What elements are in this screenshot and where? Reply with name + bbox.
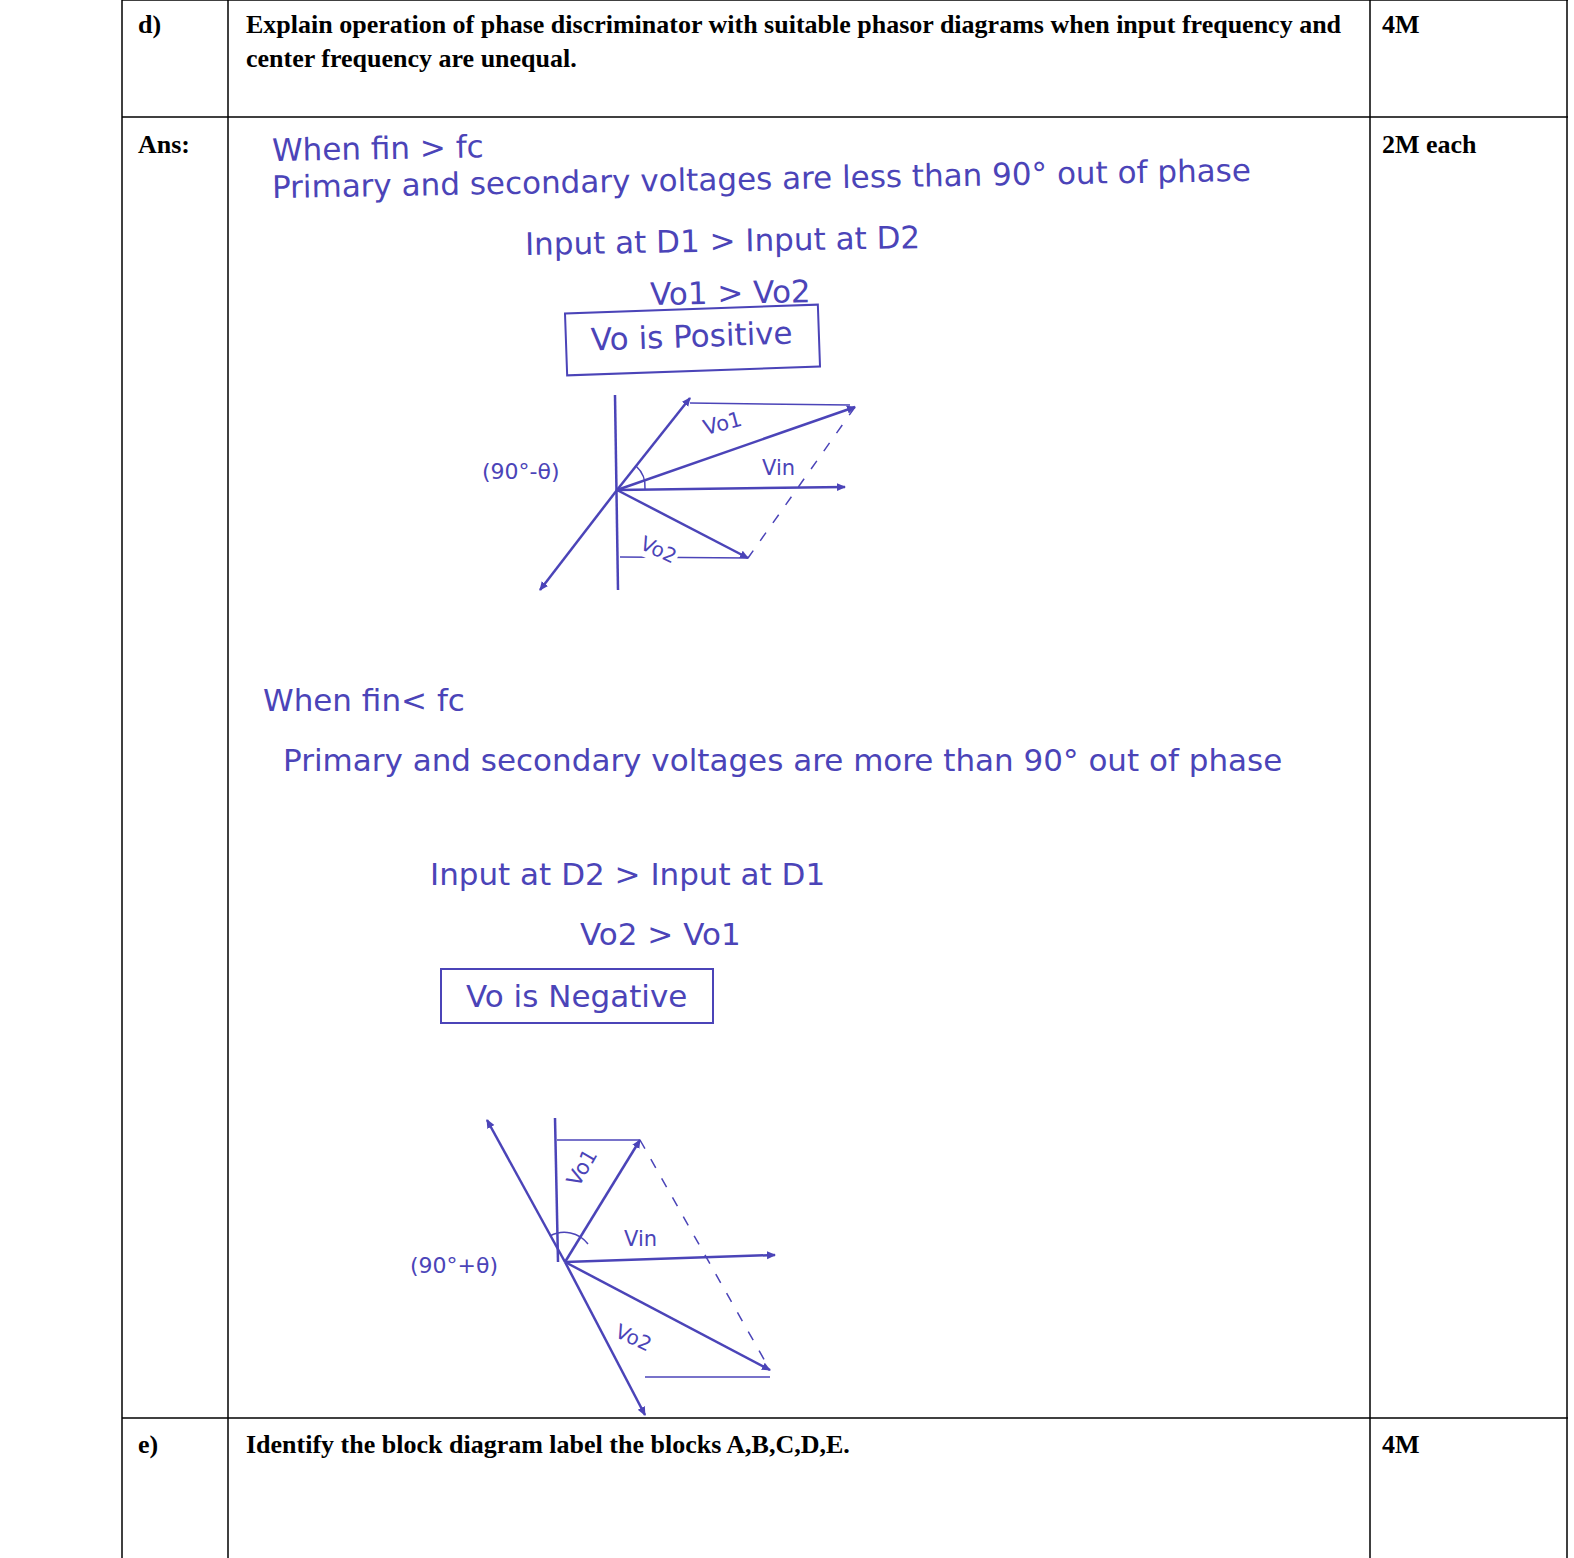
handwritten-note: Vo2 > Vo1 bbox=[580, 912, 741, 957]
handwritten-note: (90°-θ) bbox=[480, 458, 562, 487]
handwritten-note: Vin bbox=[760, 455, 797, 482]
table-cell-text: 4M bbox=[1382, 8, 1420, 42]
boxed-result: Vo is Positive bbox=[564, 304, 821, 377]
handwritten-note: Input at D1 > Input at D2 bbox=[525, 215, 921, 267]
result-text: Vo is Negative bbox=[466, 978, 688, 1014]
construction-line bbox=[620, 557, 748, 558]
table-line bbox=[121, 0, 123, 1558]
table-cell-text: Explain operation of phase discriminator… bbox=[246, 8, 1356, 76]
table-cell-text: Ans: bbox=[138, 128, 190, 162]
handwritten-note: Vin bbox=[622, 1226, 659, 1253]
handwritten-note: Vo2 bbox=[635, 529, 683, 570]
phasor bbox=[565, 1255, 775, 1262]
construction-line bbox=[690, 403, 850, 405]
phasor bbox=[617, 487, 845, 490]
handwritten-note: Input at D2 > Input at D1 bbox=[430, 852, 825, 897]
boxed-result: Vo is Negative bbox=[440, 968, 714, 1024]
table-cell-text: 4M bbox=[1382, 1428, 1420, 1462]
table-line bbox=[122, 0, 1568, 1]
handwritten-note: (90°+θ) bbox=[408, 1252, 500, 1281]
dashed-line bbox=[748, 407, 855, 558]
handwritten-note: Primary and secondary voltages are more … bbox=[283, 738, 1343, 783]
phasor bbox=[487, 1120, 565, 1262]
phasor bbox=[540, 490, 617, 590]
construction-line bbox=[645, 1376, 770, 1378]
result-text: Vo is Positive bbox=[590, 314, 794, 357]
angle-arc bbox=[636, 466, 645, 489]
table-line bbox=[1369, 0, 1371, 1558]
handwritten-note: Vo1 bbox=[560, 1143, 605, 1194]
table-cell-text: Identify the block diagram label the blo… bbox=[246, 1428, 1356, 1462]
dashed-line bbox=[640, 1140, 770, 1370]
phasor-diagram-1 bbox=[540, 395, 855, 590]
table-cell-text: 2M each bbox=[1382, 128, 1477, 162]
table-grid bbox=[122, 0, 1568, 1558]
table-line bbox=[1566, 0, 1568, 1558]
table-line bbox=[227, 0, 229, 1558]
handwritten-note: Vo1 bbox=[698, 405, 747, 442]
table-line bbox=[122, 116, 1568, 118]
phasor-diagram-2 bbox=[487, 1118, 775, 1415]
handwritten-note: Vo2 bbox=[610, 1317, 658, 1358]
table-cell-text: e) bbox=[138, 1428, 158, 1462]
handwritten-note: When fin< fc bbox=[263, 678, 465, 723]
construction-line bbox=[557, 1139, 640, 1141]
table-line bbox=[122, 1417, 1568, 1419]
angle-arc bbox=[550, 1232, 588, 1244]
table-cell-text: d) bbox=[138, 8, 161, 42]
